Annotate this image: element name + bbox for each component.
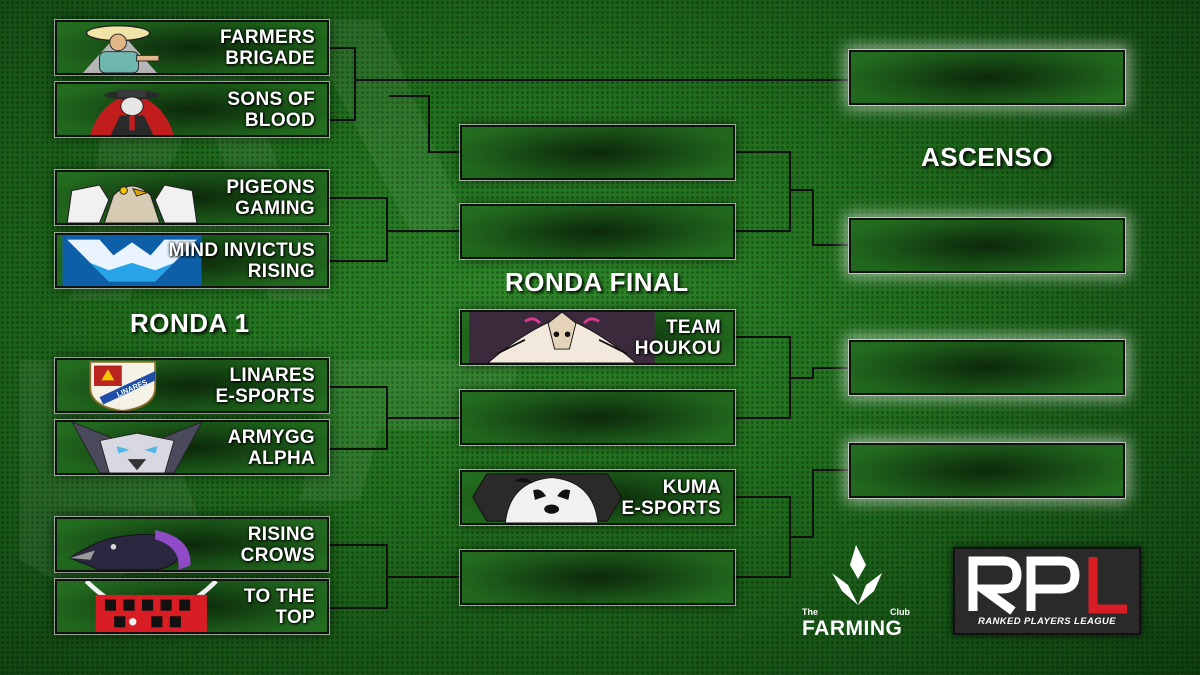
team-name: RISING CROWS — [240, 523, 315, 566]
final-slot-4[interactable] — [459, 389, 736, 446]
team-name: FARMERS BRIGADE — [220, 26, 315, 69]
team-slot-rising-crows[interactable]: RISING CROWS — [54, 516, 330, 573]
team-name: KUMA E-SPORTS — [621, 476, 721, 519]
rpl-logo: RANKED PLAYERS LEAGUE — [953, 547, 1141, 635]
ascenso-slot-3[interactable] — [848, 339, 1126, 396]
team-slot-to-the-top[interactable]: TO THE TOP — [54, 578, 330, 635]
fox-logo-icon — [469, 312, 655, 363]
farming-club-text: Club — [890, 607, 910, 617]
rpl-monogram-icon — [968, 556, 1127, 615]
team-slot-pigeons-gaming[interactable]: PIGEONS GAMING — [54, 169, 330, 226]
farming-the-text: The — [802, 607, 819, 617]
final-slot-1[interactable] — [459, 124, 736, 181]
team-name: PIGEONS GAMING — [226, 176, 315, 219]
linares-crest-logo-icon: LINARES — [89, 360, 157, 411]
connector-pair-1-to-final — [389, 95, 460, 153]
connector-pair-2 — [329, 197, 388, 262]
team-slot-kuma-esports[interactable]: KUMA E-SPORTS — [459, 469, 736, 526]
crow-logo-icon — [68, 530, 191, 570]
mind-invictus-logo-icon — [62, 235, 202, 286]
ascenso-label: ASCENSO — [921, 142, 1054, 172]
team-name: MIND INVICTUS RISING — [168, 239, 315, 282]
ascenso-slot-2[interactable] — [848, 217, 1126, 274]
connector-to-ascenso-4 — [790, 469, 849, 538]
connector-pair-1 — [329, 47, 356, 121]
ascenso-slot-1[interactable] — [848, 49, 1126, 106]
connector-final-5-6 — [735, 496, 791, 578]
team-slot-sons-of-blood[interactable]: SONS OF BLOOD — [54, 81, 330, 138]
farmer-logo-icon — [82, 25, 160, 73]
farming-club-logo: The Club FARMING — [798, 545, 918, 645]
connector-final-3-4 — [735, 336, 791, 419]
connector-to-ascenso-3 — [790, 367, 849, 379]
hooded-figure-logo-icon — [90, 89, 174, 135]
team-name: ARMYGG ALPHA — [227, 426, 315, 469]
farming-name-text: FARMING — [802, 617, 903, 640]
final-slot-6[interactable] — [459, 549, 736, 606]
ascenso-slot-4[interactable] — [848, 442, 1126, 499]
team-slot-farmers-brigade[interactable]: FARMERS BRIGADE — [54, 19, 330, 76]
team-slot-armygg-alpha[interactable]: ARMYGG ALPHA — [54, 419, 330, 476]
connector-pair-3 — [329, 386, 388, 450]
connector-pair-4 — [329, 544, 388, 609]
round-1-label: RONDA 1 — [130, 308, 250, 338]
final-slot-2[interactable] — [459, 203, 736, 260]
final-round-label: RONDA FINAL — [505, 267, 689, 297]
team-slot-linares-esports[interactable]: LINARES LINARES E-SPORTS — [54, 357, 330, 414]
team-name: SONS OF BLOOD — [227, 88, 315, 131]
wolf-logo-icon — [71, 422, 203, 473]
team-slot-team-houkou[interactable]: TEAM HOUKOU — [459, 309, 736, 366]
team-slot-mind-invictus-rising[interactable]: MIND INVICTUS RISING — [54, 232, 330, 289]
rpl-subtitle: RANKED PLAYERS LEAGUE — [977, 616, 1117, 627]
connector-to-ascenso-2 — [790, 189, 849, 246]
connector-final-1-2 — [735, 151, 791, 232]
team-name: TO THE TOP — [243, 585, 315, 628]
team-name: TEAM HOUKOU — [634, 316, 721, 359]
farming-club-emblem-icon — [832, 545, 882, 605]
team-name: LINARES E-SPORTS — [215, 364, 315, 407]
panda-logo-icon — [472, 473, 622, 523]
pigeon-logo-icon — [66, 184, 198, 223]
to-the-top-logo-icon — [84, 581, 218, 632]
